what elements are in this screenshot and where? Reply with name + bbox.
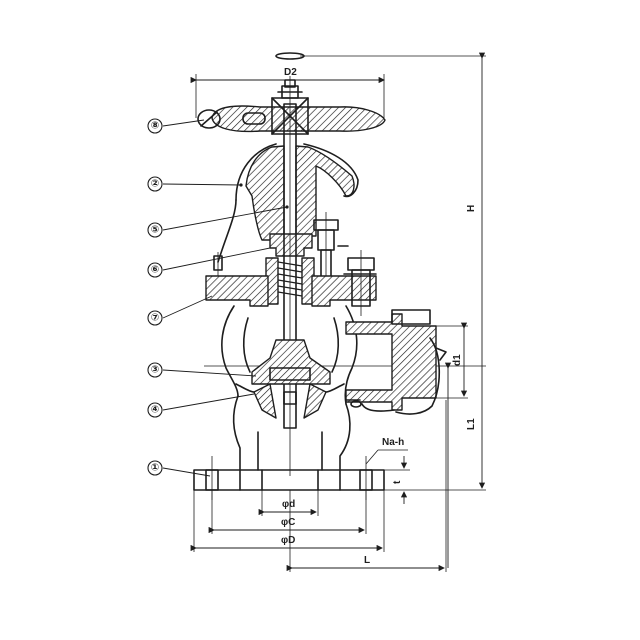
bonnet-flange [205, 250, 377, 316]
balloon-6: ⑥ [147, 262, 163, 278]
dim-label-t: t [392, 480, 403, 484]
yoke-bonnet [213, 143, 359, 276]
balloon-1: ① [147, 460, 163, 476]
balloon-3: ③ [147, 362, 163, 378]
svg-text:⑦: ⑦ [151, 313, 159, 324]
svg-text:④: ④ [151, 405, 159, 416]
balloon-7: ⑦ [147, 310, 163, 326]
dim-label-d1: d1 [452, 354, 463, 366]
dim-label-phi-C: φC [281, 517, 295, 528]
svg-text:②: ② [151, 179, 159, 190]
dim-label-L1: L1 [466, 418, 477, 430]
packing-gland [265, 212, 349, 305]
dim-label-phi-d: φd [282, 499, 295, 510]
dim-label-L: L [364, 555, 370, 566]
valve-disc [235, 339, 345, 429]
svg-text:⑤: ⑤ [151, 225, 159, 236]
balloon-8: ⑧ [147, 118, 163, 134]
svg-text:⑥: ⑥ [151, 265, 159, 276]
svg-text:③: ③ [151, 365, 159, 376]
dim-label-D2: D2 [284, 67, 297, 78]
balloon-5: ⑤ [147, 222, 163, 238]
dimension-lines [190, 52, 486, 572]
dim-label-phi-D: φD [281, 535, 295, 546]
dim-label-H: H [466, 205, 477, 212]
side-outlet [345, 309, 447, 415]
balloon-2: ② [147, 176, 163, 192]
balloon-leaders [162, 119, 288, 477]
svg-text:①: ① [151, 463, 159, 474]
svg-text:⑧: ⑧ [151, 121, 159, 132]
balloon-4: ④ [147, 402, 163, 418]
handwheel [197, 52, 386, 135]
valve-stem [283, 76, 297, 476]
dim-label-Na-h: Na-h [382, 437, 404, 448]
bottom-flange [193, 456, 385, 500]
